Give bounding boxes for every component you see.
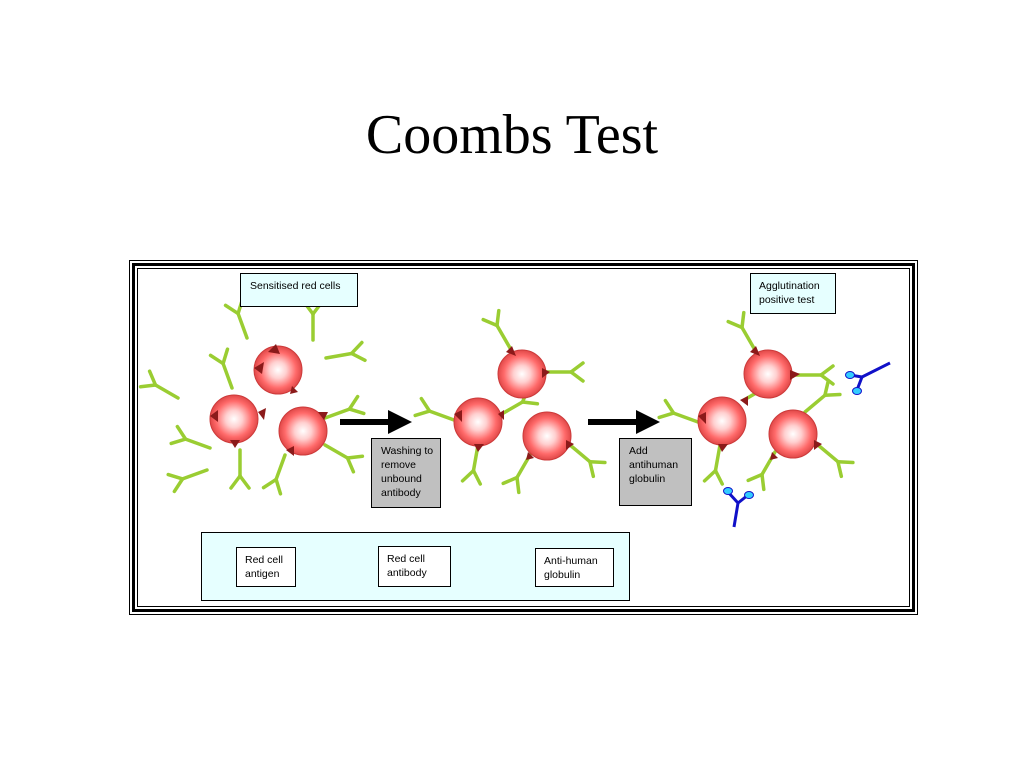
legend-antibody-label: Red cell antibody xyxy=(378,546,451,587)
bound-antibody xyxy=(415,399,457,429)
anti-human-globulin xyxy=(724,488,754,528)
antigen-marker xyxy=(740,396,748,406)
red-cell xyxy=(523,412,571,460)
stage-3-cells xyxy=(659,313,890,527)
anti-human-globulin xyxy=(846,363,891,395)
red-cell xyxy=(769,410,817,458)
agglutination-label: Agglutination positive test xyxy=(750,273,836,314)
legend-antigen-label: Red cell antigen xyxy=(236,547,296,587)
arrow-2 xyxy=(588,410,660,434)
bound-antibody xyxy=(659,401,701,431)
antigen-marker xyxy=(230,440,240,448)
red-cell xyxy=(498,350,546,398)
antigen-marker xyxy=(258,408,266,420)
sensitised-label: Sensitised red cells xyxy=(240,273,358,307)
stage-1-cells xyxy=(141,299,365,494)
free-antibody xyxy=(264,452,294,494)
free-antibody xyxy=(231,450,249,488)
washing-label: Washing to remove unbound antibody xyxy=(371,438,441,508)
arrow-1 xyxy=(340,410,412,434)
free-antibody xyxy=(171,427,213,457)
red-cell xyxy=(454,398,502,446)
legend-globulin-label: Anti-human globulin xyxy=(535,548,614,587)
red-cell xyxy=(744,350,792,398)
bound-antibody xyxy=(748,448,783,490)
free-antibody xyxy=(324,343,365,367)
free-antibody xyxy=(304,302,322,340)
bound-antibody xyxy=(463,443,487,484)
bound-antibody xyxy=(483,311,518,353)
free-antibody xyxy=(141,371,183,406)
bound-antibody xyxy=(705,443,729,484)
bound-antibody xyxy=(545,363,583,381)
bound-antibody xyxy=(728,313,763,355)
stage-2-cells xyxy=(415,311,605,493)
free-antibody xyxy=(211,349,241,391)
add-globulin-label: Add antihuman globulin xyxy=(619,438,692,506)
free-antibody xyxy=(321,437,363,472)
free-antibody xyxy=(168,462,210,492)
